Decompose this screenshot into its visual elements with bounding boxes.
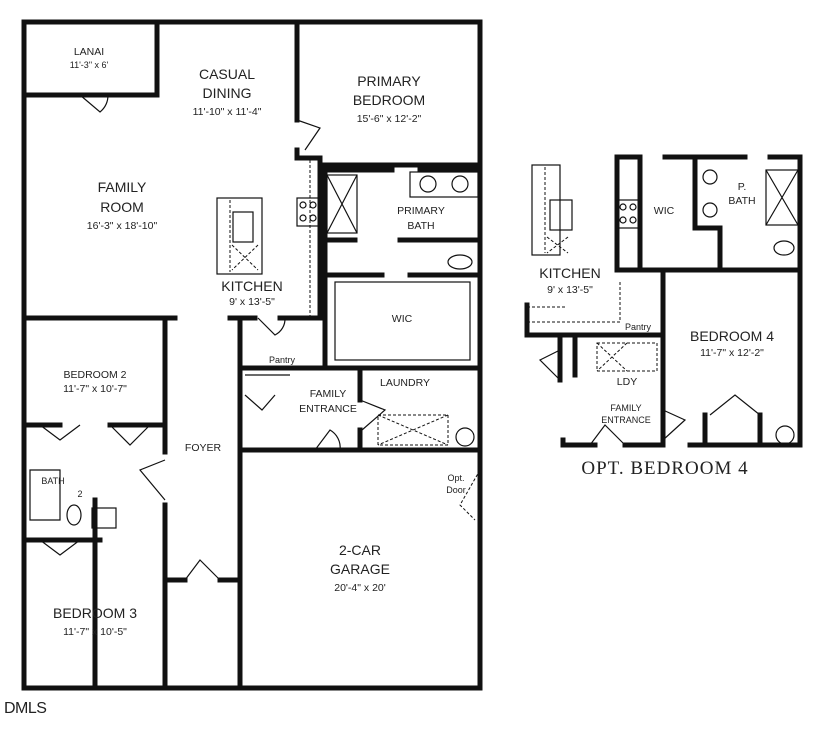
room-label-lanai: LANAI	[74, 46, 104, 58]
svg-text:BATH: BATH	[728, 195, 755, 207]
room-label-kitchen: KITCHEN	[221, 278, 282, 294]
opt-room-label-bedroom4: BEDROOM 4	[690, 328, 774, 344]
svg-text:PRIMARY: PRIMARY	[357, 73, 421, 89]
svg-text:CASUAL: CASUAL	[199, 66, 255, 82]
opt-room-label-kitchen: KITCHEN	[539, 265, 600, 281]
opt-room-label-pantry: Pantry	[625, 322, 652, 332]
svg-text:GARAGE: GARAGE	[330, 561, 390, 577]
svg-text:BATH: BATH	[41, 476, 64, 486]
opt-room-label-ldy: LDY	[617, 376, 637, 388]
svg-text:11'-3" x 6': 11'-3" x 6'	[70, 60, 109, 70]
room-size-garage: 20'-4" x 20'	[334, 582, 386, 594]
svg-text:Opt.: Opt.	[447, 473, 464, 483]
svg-text:BEDROOM 2: BEDROOM 2	[63, 369, 126, 381]
svg-text:DINING: DINING	[203, 85, 252, 101]
svg-text:BEDROOM: BEDROOM	[353, 92, 425, 108]
svg-text:FAMILY: FAMILY	[610, 403, 641, 413]
room-size-bedroom3: 11'-7" x 10'-5"	[63, 626, 127, 638]
svg-text:2: 2	[77, 489, 82, 499]
svg-text:BATH: BATH	[407, 220, 434, 232]
svg-text:BEDROOM 3: BEDROOM 3	[53, 605, 137, 621]
main-plan-labels: LANAI 11'-3" x 6' CASUAL DINING 11'-10" …	[41, 46, 465, 638]
svg-text:9' x 13'-5": 9' x 13'-5"	[547, 284, 593, 296]
svg-text:FAMILY: FAMILY	[98, 179, 147, 195]
svg-text:Door: Door	[446, 485, 466, 495]
opt-room-label-wic: WIC	[654, 205, 675, 217]
svg-text:FAMILY: FAMILY	[310, 388, 347, 400]
room-label-wic: WIC	[392, 313, 413, 325]
room-label-foyer: FOYER	[185, 442, 222, 454]
dmls-logo: DMLS	[4, 700, 47, 717]
main-plan-walls	[21, 19, 483, 691]
option-plan-labels: KITCHEN 9' x 13'-5" WIC P. BATH Pantry B…	[539, 181, 774, 479]
room-size-dining: 11'-10" x 11'-4"	[193, 106, 262, 118]
svg-text:ENTRANCE: ENTRANCE	[601, 415, 651, 425]
svg-text:P.: P.	[738, 181, 747, 193]
option-plan-title: OPT. BEDROOM 4	[581, 458, 748, 479]
room-label-pantry: Pantry	[269, 355, 296, 365]
svg-text:9' x 13'-5": 9' x 13'-5"	[229, 296, 275, 308]
room-size-primary: 15'-6" x 12'-2"	[357, 113, 422, 125]
room-size-family: 16'-3" x 18'-10"	[87, 220, 158, 232]
svg-text:ROOM: ROOM	[100, 199, 144, 215]
svg-text:11'-7" x 12'-2": 11'-7" x 12'-2"	[700, 347, 764, 359]
main-plan-fixtures	[29, 94, 481, 689]
room-label-laundry: LAUNDRY	[380, 377, 430, 389]
option-plan-walls	[524, 154, 803, 448]
svg-text:2-CAR: 2-CAR	[339, 542, 381, 558]
svg-text:ENTRANCE: ENTRANCE	[299, 403, 357, 415]
svg-text:PRIMARY: PRIMARY	[397, 205, 445, 217]
room-size-bedroom2: 11'-7" x 10'-7"	[63, 383, 127, 395]
option-plan-fixtures	[527, 164, 799, 446]
